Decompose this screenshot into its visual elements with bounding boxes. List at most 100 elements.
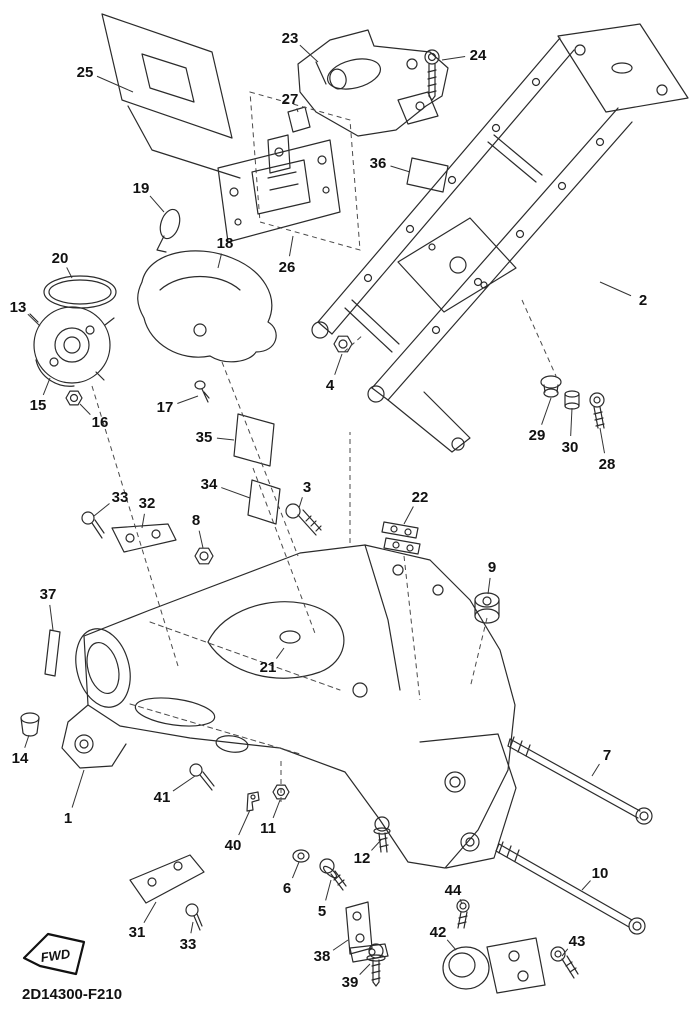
callout-8-24: 8	[192, 512, 200, 529]
callout-37-26: 37	[40, 586, 57, 603]
leader-line-24-2	[441, 56, 466, 61]
leader-line-43-44	[561, 948, 569, 957]
leader-line-23-1	[299, 44, 319, 63]
part-bolt-41	[189, 763, 215, 791]
leader-line-36-4	[390, 165, 411, 173]
part-cover-18	[137, 250, 277, 363]
callout-43-44: 43	[569, 933, 586, 950]
callout-29-15: 29	[529, 427, 546, 444]
callout-4-14: 4	[326, 377, 335, 394]
leader-line-29-15	[541, 397, 552, 425]
part-bracket-26	[217, 91, 361, 251]
leader-line-14-28	[24, 734, 30, 748]
part-main-frame	[61, 544, 517, 869]
leader-line-39-41	[359, 963, 371, 975]
part-bolt-39	[366, 943, 386, 987]
leader-line-17-13	[177, 395, 199, 404]
leader-line-13-10	[27, 313, 41, 327]
leader-line-2-8	[599, 281, 632, 297]
part-strip-37	[44, 629, 61, 677]
part-washer-6	[292, 849, 310, 863]
callout-20-9: 20	[52, 250, 69, 267]
leader-line-37-26	[49, 604, 54, 631]
callout-26-7: 26	[279, 259, 296, 276]
leader-line-31-38	[143, 901, 157, 923]
callout-12-33: 12	[354, 850, 371, 867]
callout-6-34: 6	[283, 880, 291, 897]
part-cap-assembly	[29, 306, 115, 387]
leader-line-41-30	[172, 775, 196, 792]
callout-3-20: 3	[303, 479, 311, 496]
leader-line-33-39	[190, 921, 194, 934]
leader-line-3-20	[298, 497, 303, 509]
fwd-direction-marker: FWD	[22, 932, 86, 976]
callout-30-16: 30	[562, 439, 579, 456]
callout-25-0: 25	[77, 64, 94, 81]
part-clamp-19	[156, 208, 181, 253]
callout-22-21: 22	[412, 489, 429, 506]
callout-16-12: 16	[92, 414, 109, 431]
part-protector-panel	[101, 13, 241, 179]
part-rear-subframe	[311, 23, 689, 453]
leader-line-35-18	[216, 437, 235, 441]
part-bolt-12	[373, 816, 391, 853]
callout-27-3: 27	[282, 91, 299, 108]
part-plate-32	[111, 523, 177, 553]
leader-line-28-17	[599, 427, 606, 454]
part-nut-8	[194, 547, 214, 565]
callout-33-22: 33	[112, 489, 129, 506]
part-tab-27	[287, 106, 311, 133]
leader-line-6-34	[291, 861, 300, 879]
leader-line-15-11	[42, 377, 51, 396]
leader-line-33-22	[93, 503, 110, 517]
leader-line-21-27	[275, 647, 285, 659]
part-bolt-5	[319, 858, 347, 891]
leader-line-11-32	[272, 799, 281, 819]
part-collar-30	[564, 390, 580, 410]
fwd-label: FWD	[40, 946, 72, 965]
fwd-arrow-icon	[22, 932, 86, 976]
part-plate-31	[129, 854, 205, 904]
leader-line-19-5	[149, 195, 165, 213]
callout-1-29: 1	[64, 810, 72, 827]
callout-31-38: 31	[129, 924, 146, 941]
leader-line-40-31	[238, 809, 251, 836]
alignment-dashed-lines	[91, 299, 557, 802]
callout-41-30: 41	[154, 789, 171, 806]
callout-36-4: 36	[370, 155, 387, 172]
part-damper-42	[442, 937, 546, 994]
leader-line-20-9	[66, 267, 73, 279]
leader-line-9-25	[487, 577, 491, 595]
leader-line-7-36	[591, 763, 600, 777]
leader-line-10-37	[581, 880, 591, 891]
diagram-code: 2D14300-F210	[22, 986, 122, 1003]
part-screw-33-lower	[185, 903, 203, 931]
callout-32-23: 32	[139, 495, 156, 512]
leader-line-34-19	[221, 487, 251, 499]
callout-10-37: 10	[592, 865, 609, 882]
leader-line-1-29	[71, 769, 85, 808]
part-screw-33-upper	[81, 511, 105, 539]
leader-line-27-3	[296, 108, 299, 113]
part-bolt-43	[550, 946, 579, 979]
callout-2-8: 2	[639, 292, 647, 309]
leader-line-16-12	[79, 403, 91, 415]
leader-line-44-42	[459, 899, 463, 905]
part-bolt-28	[589, 392, 605, 429]
leader-line-4-14	[334, 353, 343, 375]
callout-9-25: 9	[488, 559, 496, 576]
callout-14-28: 14	[12, 750, 29, 767]
part-battery-bracket	[297, 29, 449, 137]
part-fuel-tank-guard	[207, 601, 345, 679]
leader-line-5-35	[325, 879, 332, 901]
callout-21-27: 21	[260, 659, 277, 676]
leader-line-30-16	[570, 407, 573, 437]
part-long-bolt-7	[507, 736, 653, 825]
part-long-bolt-10	[495, 841, 646, 935]
callout-15-11: 15	[30, 397, 47, 414]
leader-line-26-7	[288, 235, 294, 257]
part-grommet-29	[540, 375, 562, 398]
